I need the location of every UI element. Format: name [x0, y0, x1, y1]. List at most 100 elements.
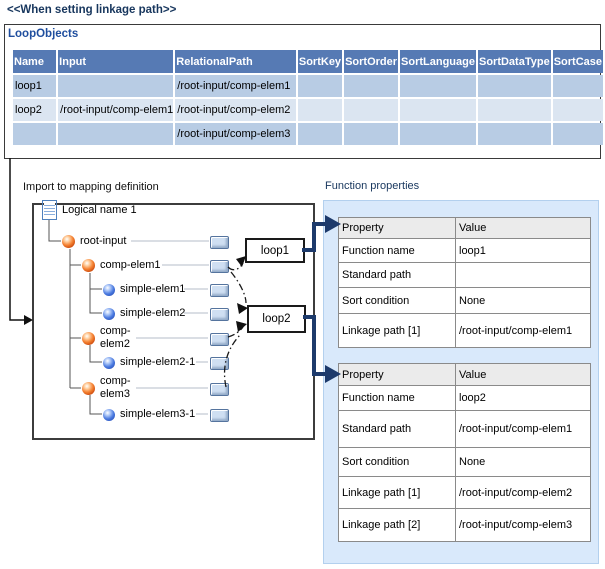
complex-element-icon	[82, 381, 95, 395]
tree-node-label: simple-elem3-1	[120, 408, 196, 420]
cell	[297, 123, 343, 145]
property-name: Sort condition	[338, 287, 456, 314]
simple-element-icon	[103, 307, 115, 320]
loop-objects-label: LoopObjects	[8, 28, 79, 40]
simple-element-icon	[103, 356, 115, 369]
property-value	[455, 262, 591, 288]
table-row-3[interactable]: /root-input/comp-elem3	[13, 123, 603, 145]
tree-node-label: simple-elem2	[120, 307, 186, 319]
port-button-simple-elem3-1[interactable]	[210, 409, 229, 422]
property-row[interactable]: Linkage path [2] /root-input/comp-elem3	[338, 508, 591, 542]
port-button-simple-elem1[interactable]	[210, 284, 229, 297]
property-name: Linkage path [1]	[338, 313, 456, 348]
value-column-header: Value	[455, 363, 591, 386]
cell	[552, 75, 603, 97]
port-button-root-input[interactable]	[210, 236, 229, 249]
column-header-sortorder: SortOrder	[344, 50, 399, 73]
property-name: Linkage path [2]	[338, 508, 456, 542]
table-row-loop1[interactable]: loop1 /root-input/comp-elem1	[13, 75, 603, 97]
value-column-header: Value	[455, 217, 591, 239]
loop2-function-box[interactable]: loop2	[247, 305, 306, 333]
property-name: Standard path	[338, 262, 456, 288]
tree-node-simple-elem2[interactable]: simple-elem2	[103, 307, 185, 320]
tree-node-logical-name[interactable]: Logical name 1	[42, 200, 137, 220]
port-button-simple-elem2[interactable]	[210, 308, 229, 321]
tree-node-root-input[interactable]: root-input	[62, 234, 126, 248]
cell: loop2	[13, 99, 57, 121]
tree-node-simple-elem2-1[interactable]: simple-elem2-1	[103, 356, 195, 369]
cell: /root-input/comp-elem2	[175, 99, 296, 121]
tree-node-label: root-input	[80, 234, 127, 247]
complex-element-icon	[82, 258, 95, 272]
property-name: Standard path	[338, 410, 456, 448]
import-section-label: Import to mapping definition	[23, 181, 159, 193]
port-button-comp-elem2[interactable]	[210, 333, 229, 346]
document-icon	[42, 200, 57, 220]
cell: /root-input/comp-elem1	[175, 75, 296, 97]
cell	[344, 123, 399, 145]
property-row[interactable]: Sort condition None	[338, 287, 591, 314]
property-row[interactable]: Function name loop1	[338, 238, 591, 263]
property-value: /root-input/comp-elem2	[455, 476, 591, 509]
property-row[interactable]: Standard path	[338, 262, 591, 288]
loop-objects-table: Name Input RelationalPath SortKey SortOr…	[11, 48, 605, 147]
property-row[interactable]: Sort condition None	[338, 447, 591, 477]
cell	[297, 99, 343, 121]
tree-node-simple-elem3-1[interactable]: simple-elem3-1	[103, 408, 195, 421]
cell	[477, 75, 551, 97]
cell: /root-input/comp-elem3	[175, 123, 296, 145]
property-name: Function name	[338, 385, 456, 411]
import-connector-line	[9, 158, 24, 321]
cell	[400, 75, 476, 97]
cell	[58, 75, 174, 97]
tree-node-comp-elem1[interactable]: comp-elem1	[82, 258, 161, 272]
property-row[interactable]: Function name loop2	[338, 385, 591, 411]
property-row[interactable]: Standard path /root-input/comp-elem1	[338, 410, 591, 448]
property-name: Function name	[338, 238, 456, 263]
property-column-header: Property	[338, 363, 456, 386]
cell	[552, 99, 603, 121]
tree-node-label: simple-elem1	[120, 283, 186, 295]
property-name: Sort condition	[338, 447, 456, 477]
tree-node-comp-elem2[interactable]: comp- elem2	[82, 325, 131, 351]
property-row[interactable]: Linkage path [1] /root-input/comp-elem2	[338, 476, 591, 509]
port-button-simple-elem2-1[interactable]	[210, 357, 229, 370]
cell	[344, 75, 399, 97]
port-button-comp-elem3[interactable]	[210, 383, 229, 396]
tree-node-label: comp-elem1	[100, 258, 161, 271]
tree-node-simple-elem1[interactable]: simple-elem1	[103, 283, 185, 296]
column-header-sortkey: SortKey	[297, 50, 343, 73]
cell	[58, 123, 174, 145]
property-row[interactable]: Linkage path [1] /root-input/comp-elem1	[338, 313, 591, 348]
cell	[13, 123, 57, 145]
complex-element-icon	[82, 331, 95, 345]
diagram-title: <<When setting linkage path>>	[7, 4, 177, 16]
property-value: /root-input/comp-elem1	[455, 410, 591, 448]
cell	[477, 123, 551, 145]
property-value: None	[455, 287, 591, 314]
cell: loop1	[13, 75, 57, 97]
table-row-loop2[interactable]: loop2 /root-input/comp-elem1 /root-input…	[13, 99, 603, 121]
property-name: Linkage path [1]	[338, 476, 456, 509]
simple-element-icon	[103, 408, 115, 421]
property-value: loop2	[455, 385, 591, 411]
cell	[477, 99, 551, 121]
column-header-sortlanguage: SortLanguage	[400, 50, 476, 73]
property-header-row: Property Value	[338, 217, 591, 239]
property-value: None	[455, 447, 591, 477]
table-header-row: Name Input RelationalPath SortKey SortOr…	[13, 50, 603, 73]
loop1-function-box[interactable]: loop1	[245, 238, 305, 263]
cell	[344, 99, 399, 121]
column-header-input: Input	[58, 50, 174, 73]
tree-node-comp-elem3[interactable]: comp- elem3	[82, 375, 131, 401]
property-column-header: Property	[338, 217, 456, 239]
column-header-sortdatatype: SortDataType	[477, 50, 551, 73]
complex-element-icon	[62, 234, 75, 248]
tree-node-label: comp- elem3	[100, 375, 131, 400]
tree-node-label: simple-elem2-1	[120, 356, 196, 368]
cell	[400, 123, 476, 145]
property-value: /root-input/comp-elem1	[455, 313, 591, 348]
port-button-comp-elem1[interactable]	[210, 260, 229, 273]
property-header-row: Property Value	[338, 363, 591, 386]
